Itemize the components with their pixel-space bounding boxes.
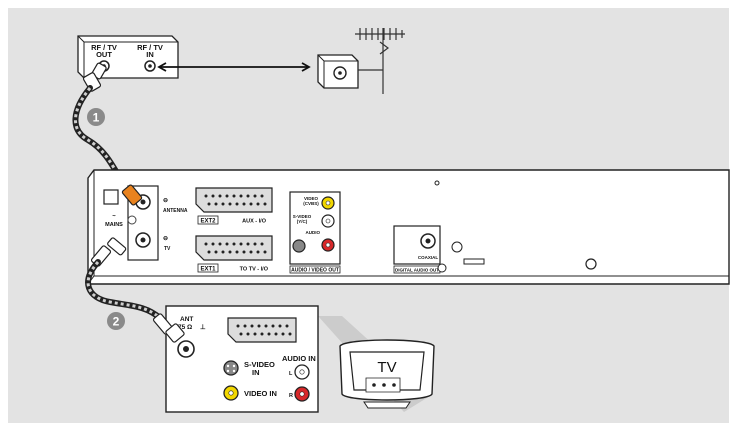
digital-audio-out-block: COAXIAL DIGITAL AUDIO OUT	[393, 225, 441, 274]
yc-label: (Y/C)	[297, 219, 308, 224]
ext2-scart-port: EXT2 AUX - I/O	[195, 187, 273, 225]
svg-text:⊖: ⊖	[163, 198, 168, 204]
recorder-rear-panel: ~ MAINS ⊖ ANTENNA ⊖ TV EXT2 AUX - I/O	[87, 169, 730, 285]
svg-text:⊥: ⊥	[200, 323, 206, 331]
tv-svideo-in-label-1: S-VIDEO	[244, 360, 275, 369]
tv-ant-label: ANT	[180, 316, 193, 323]
tv-audio-r-label: R	[289, 393, 293, 399]
ext1-scart-port: EXT1 TO TV - I/O	[195, 235, 273, 273]
mains-label: MAINS	[105, 222, 123, 228]
audio-label: AUDIO	[306, 230, 321, 235]
digital-audio-out-label: DIGITAL AUDIO OUT	[395, 268, 439, 273]
tv-scart-port	[227, 317, 297, 343]
mains-socket	[103, 189, 119, 205]
antenna-label: ANTENNA	[163, 208, 188, 214]
ext1-desc: TO TV - I/O	[240, 267, 269, 273]
antenna-cable	[157, 62, 311, 72]
rf-out-label-1: RF / TV	[91, 43, 117, 52]
tv-ohm-label: 75 Ω	[178, 324, 192, 331]
tv-audio-l-label: L	[289, 371, 293, 377]
rf-out-label-2: OUT	[96, 50, 112, 59]
svg-text:⊖: ⊖	[163, 236, 168, 242]
cvbs-label: (CVBS)	[303, 201, 319, 206]
svideo-out-jack	[292, 239, 306, 253]
av-out-label: AUDIO / VIDEO OUT	[291, 268, 339, 274]
ext2-tag: EXT2	[200, 219, 216, 225]
ext2-desc: AUX - I/O	[242, 219, 267, 225]
step-2-number: 2	[113, 315, 120, 329]
wall-antenna-socket	[317, 54, 359, 89]
tv-svideo-in-jack	[223, 360, 239, 376]
tv-set-label: TV	[377, 359, 396, 376]
av-out-block: VIDEO (CVBS) S-VIDEO (Y/C) AUDIO AUDIO /…	[289, 191, 341, 274]
rf-in-label-1: RF / TV	[137, 43, 163, 52]
antenna-plug-orange	[121, 184, 143, 206]
cable-1	[74, 87, 124, 183]
tv-label: TV	[164, 246, 171, 252]
coaxial-label: COAXIAL	[418, 255, 439, 260]
tv-set-icon: TV	[339, 339, 435, 409]
step-1-number: 1	[93, 111, 100, 125]
ext1-tag: EXT1	[200, 267, 216, 273]
tv-video-in-label: VIDEO IN	[244, 389, 277, 398]
step-2-badge: 2	[107, 312, 125, 330]
tv-svideo-in-label-2: IN	[252, 368, 260, 377]
svideo-label: S-VIDEO	[293, 214, 312, 219]
rooftop-antenna-icon	[355, 28, 405, 94]
cable-2	[86, 260, 161, 320]
svg-text:~: ~	[112, 214, 116, 220]
tv-audio-in-label: AUDIO IN	[282, 354, 316, 363]
step-1-badge: 1	[87, 108, 105, 126]
tv-rear-panel: ANT 75 Ω ⊥ S-VIDEO IN VIDEO IN AUDIO IN …	[152, 305, 319, 413]
video-label: VIDEO	[304, 196, 319, 201]
rf-in-label-2: IN	[146, 50, 154, 59]
